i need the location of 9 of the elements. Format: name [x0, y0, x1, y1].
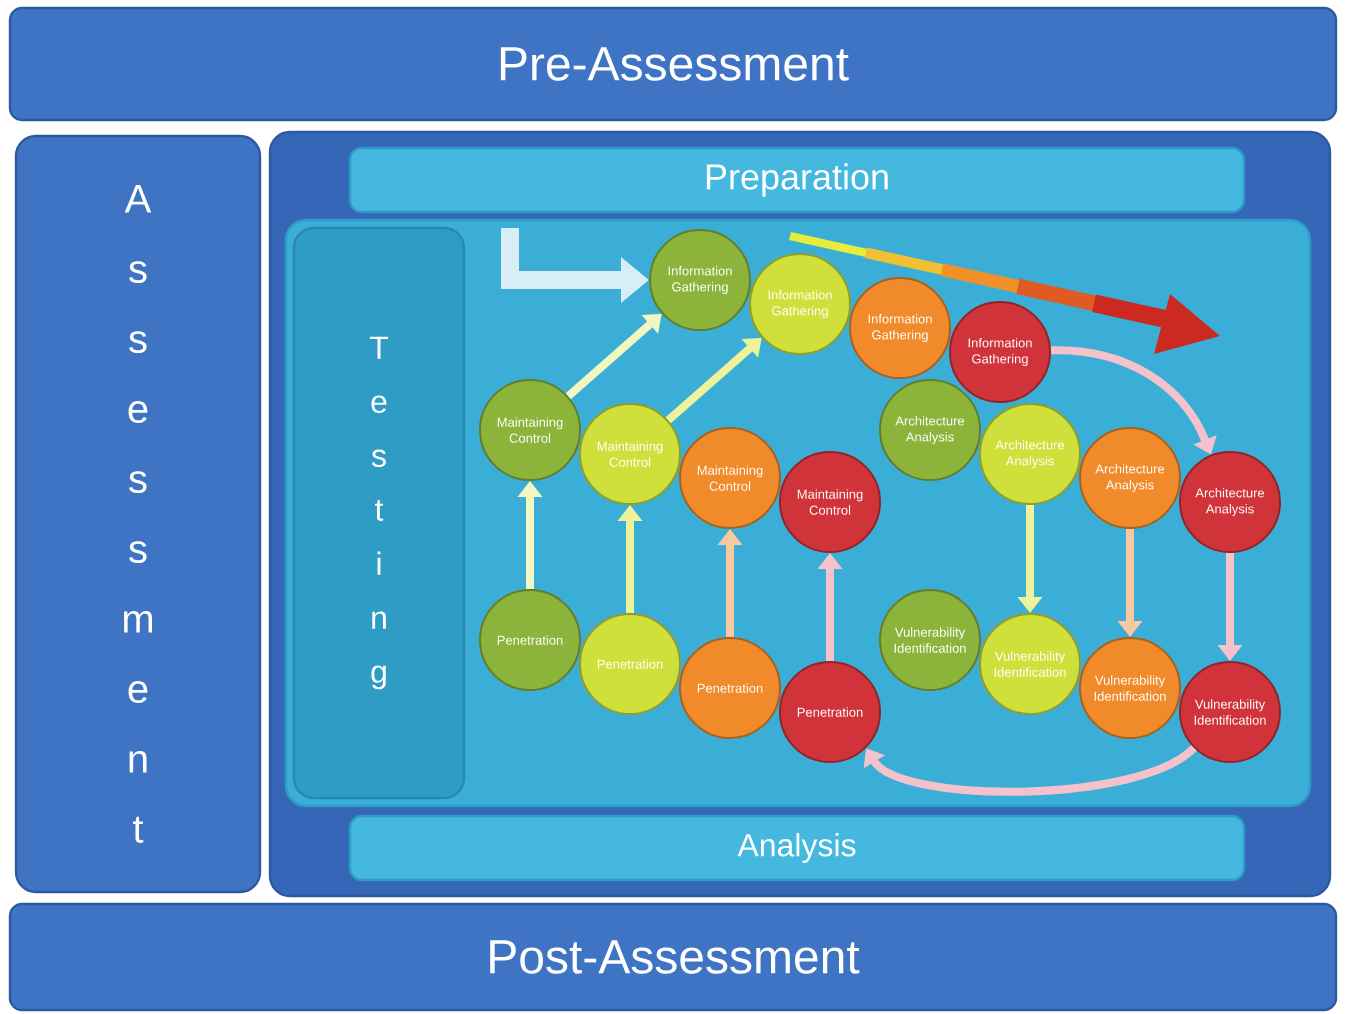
band: Preparation — [348, 146, 1246, 214]
band: Post-Assessment — [8, 902, 1338, 1012]
arrow — [863, 744, 1197, 796]
vertical-band: Assessment — [14, 134, 262, 894]
arrow — [665, 337, 762, 424]
band: Pre-Assessment — [8, 6, 1338, 122]
band: Analysis — [348, 814, 1246, 882]
arrow — [565, 313, 662, 400]
vertical-band: Testing — [292, 226, 466, 800]
